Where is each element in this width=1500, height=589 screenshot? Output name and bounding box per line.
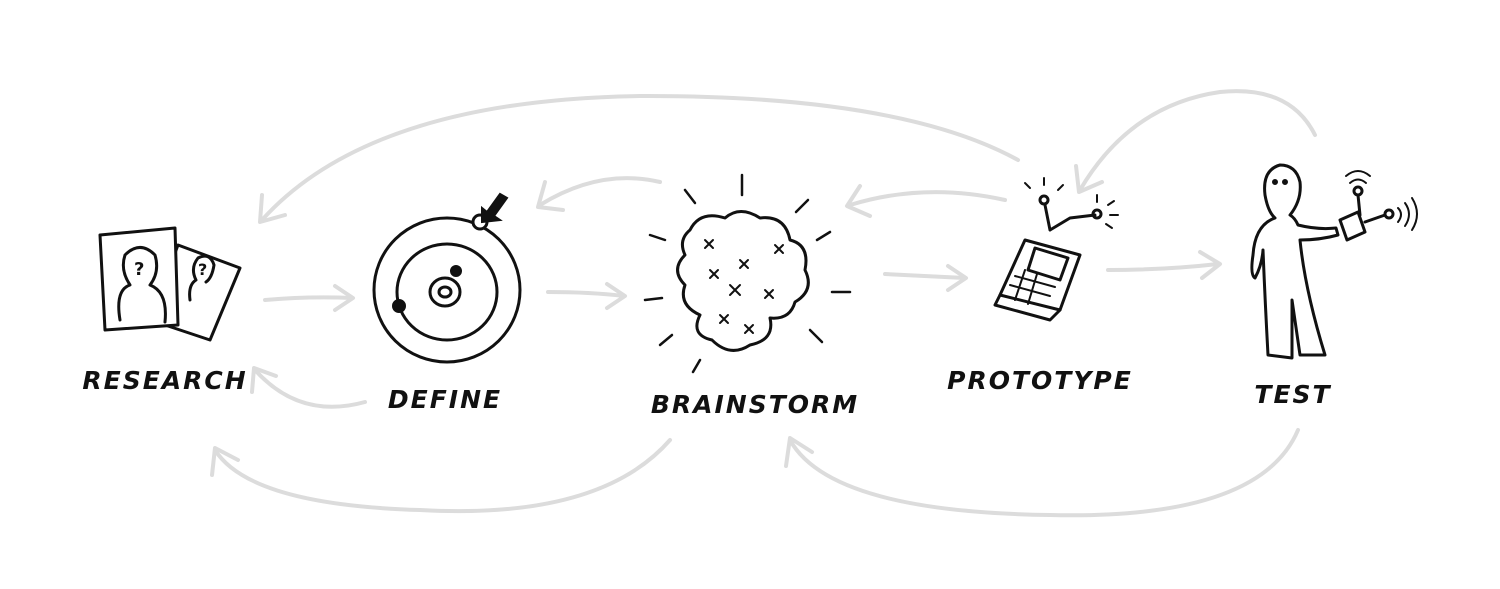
idea-cloud-icon	[643, 173, 852, 374]
arrow-prototype-to-test	[1106, 250, 1222, 280]
arrow-research-to-define	[263, 284, 355, 312]
arrow-define-to-research	[250, 366, 367, 409]
stage-label-research: RESEARCH	[82, 366, 248, 395]
arrow-test-to-brainstorm	[784, 428, 1300, 518]
arrow-brainstorm-to-define	[536, 176, 662, 212]
person-testing-icon	[1250, 163, 1418, 360]
arrow-define-to-brainstorm	[546, 282, 627, 310]
arrow-test-to-prototype	[1074, 89, 1317, 194]
arrow-brainstorm-to-prototype	[883, 264, 968, 292]
svg-text:?: ?	[198, 260, 207, 279]
arrow-brainstorm-to-research	[210, 438, 672, 514]
stage-label-prototype: PROTOTYPE	[947, 366, 1133, 395]
profile-cards-icon: ? ?	[98, 226, 242, 342]
arrow-prototype-to-brainstorm	[845, 184, 1007, 218]
svg-text:?: ?	[134, 259, 144, 280]
stage-label-define: DEFINE	[387, 385, 503, 414]
stage-label-test: TEST	[1254, 380, 1332, 409]
arrow-prototype-to-research	[258, 93, 1020, 224]
target-orbit-icon	[372, 192, 522, 364]
stage-label-brainstorm: BRAINSTORM	[650, 390, 860, 419]
device-prototype-icon	[993, 177, 1119, 322]
